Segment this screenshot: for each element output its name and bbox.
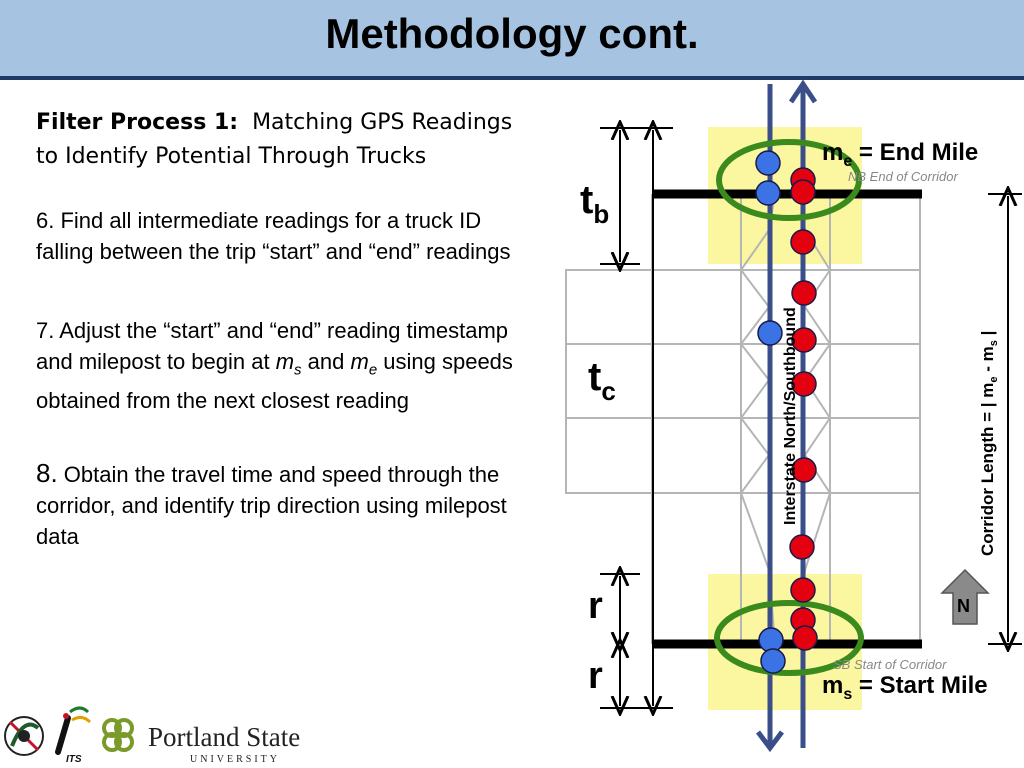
step-7: 7. Adjust the “start” and “end” reading … [36,315,536,416]
step-7-ms: m [275,349,295,374]
northbound-gps-points [789,167,818,651]
filter-heading-bold: Filter Process 1: [36,110,239,135]
filter-heading: Filter Process 1: Matching GPS Readings … [36,106,536,174]
gps-point [755,180,781,206]
gps-point [791,457,817,483]
northbound-arrow-icon [788,79,818,104]
nb-end-label: NB End of Corridor [848,169,958,184]
gps-point [791,371,817,397]
gps-point [789,534,815,560]
r-upper-label: r [588,585,603,627]
step-7-me: m [350,349,369,374]
psu-logo-icon [102,718,134,752]
southbound-arrow-icon [756,730,784,753]
step-7-ms-sub: s [294,361,302,379]
end-match-ellipse [716,139,862,221]
step-7-and: and [301,349,351,374]
step-6: 6. Find all intermediate readings for a … [36,208,511,264]
start-mile-label: ms = Start Mile [822,672,988,703]
start-match-ellipse [714,600,864,676]
r-lower-label: r [588,655,603,697]
odot-logo-icon [4,716,44,756]
gps-point [791,280,817,306]
gps-point [758,627,784,653]
gps-point [790,229,816,255]
step-8-number: 8. [36,458,58,488]
step-8-text: Obtain the travel time and speed through… [36,462,507,549]
gps-point [790,179,816,205]
tc-label: tc [588,355,616,406]
psu-logo-name: Portland State [148,722,300,752]
gps-point [760,648,786,674]
gps-point [791,327,817,353]
north-arrow-icon: N [940,568,990,625]
corridor-length-label: Corridor Length = | me - ms | [978,331,1000,556]
step-7-text-b: using speeds obtained from the next clos… [36,349,513,414]
gps-point [790,577,816,603]
step-7-me-sub: e [368,361,378,379]
its-logo-icon: ITS [55,706,92,765]
step-7-text-a: 7. Adjust the “start” and “end” reading … [36,318,509,374]
end-mile-label: me = End Mile [822,139,978,170]
slide-title: Methodology cont. [325,10,699,57]
filter-heading-rest: Matching GPS Readings [252,110,513,135]
gps-point [757,320,783,346]
filter-heading-line2: to Identify Potential Through Trucks [36,144,427,169]
southbound-gps-points [755,150,786,674]
sb-start-label: SB Start of Corridor [833,657,947,672]
tb-label: tb [580,178,609,229]
gps-point [755,150,781,176]
interstate-label: Interstate North/Southbound [782,307,799,525]
title-bar [0,0,1024,80]
psu-logo-university: UNIVERSITY [190,754,280,765]
north-label: N [957,596,970,616]
its-logo-text: ITS [66,754,82,765]
gps-point [792,625,818,651]
step-8: 8. Obtain the travel time and speed thro… [36,458,536,552]
